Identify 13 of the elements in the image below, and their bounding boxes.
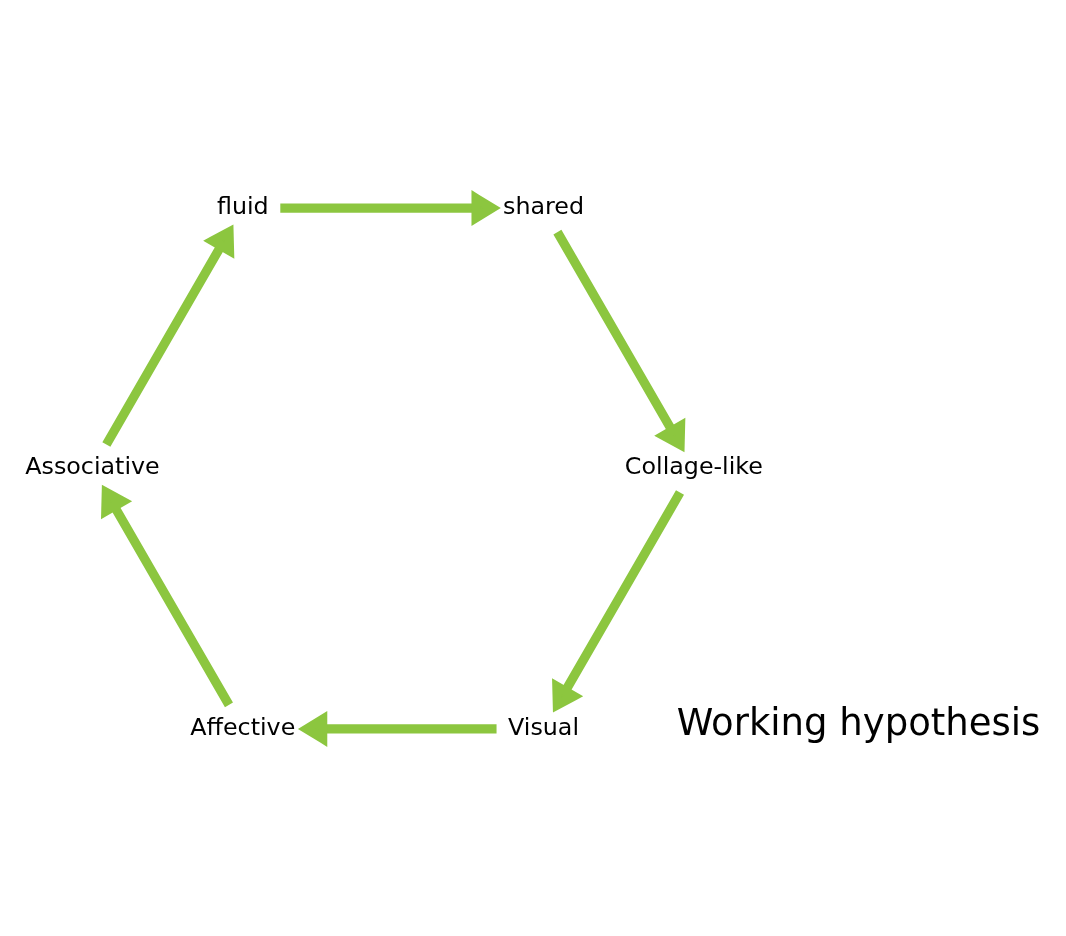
- arrow: [101, 484, 233, 707]
- node-text: fluid: [216, 191, 269, 220]
- arrow: [552, 489, 684, 713]
- arrow: [280, 189, 501, 226]
- node-text: shared: [503, 191, 585, 220]
- node-text: Visual: [508, 712, 580, 741]
- label: Working hypothesis: [676, 700, 1041, 744]
- node-text: Affective: [190, 712, 296, 741]
- arrow: [102, 223, 235, 447]
- node-text: Associative: [25, 451, 160, 480]
- arrow: [553, 229, 686, 452]
- arrow: [297, 710, 497, 747]
- node-text: Collage-like: [624, 451, 763, 480]
